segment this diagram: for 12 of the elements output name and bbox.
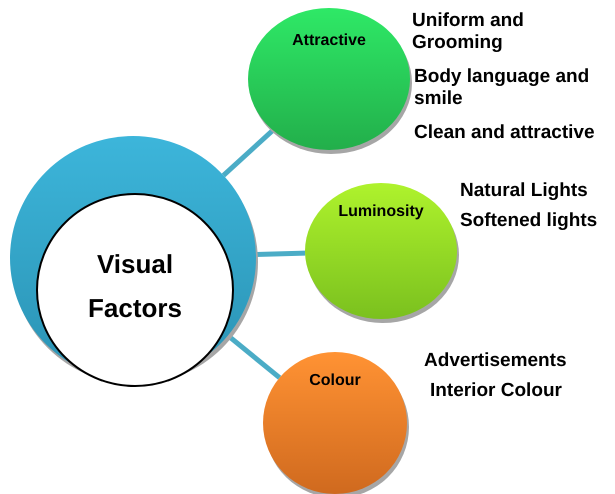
item-text: Interior Colour	[430, 380, 563, 402]
item-text: Advertisements	[424, 350, 568, 372]
connector-line	[256, 250, 306, 258]
item-text: Natural Lights	[460, 180, 589, 202]
node-label: Visual Factors	[87, 248, 183, 325]
item-text: Clean and attractive	[414, 122, 596, 144]
item-text: Body language and smile	[414, 66, 590, 110]
connector-line	[222, 128, 275, 178]
node-label: Colour	[308, 371, 362, 391]
item-text: Uniform and Grooming	[412, 10, 525, 54]
topic-circle	[263, 352, 407, 494]
item-text: Softened lights	[460, 210, 598, 232]
